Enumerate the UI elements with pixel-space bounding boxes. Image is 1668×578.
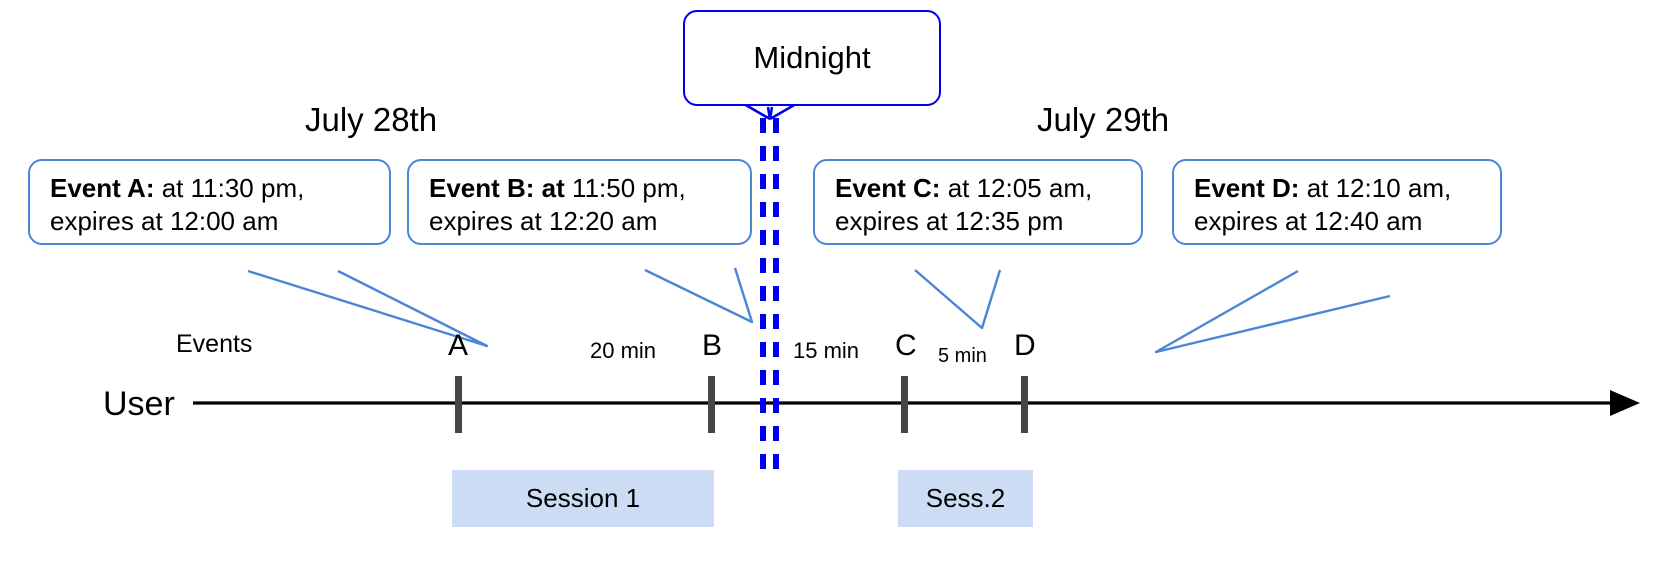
date-label-july-29: July 29th xyxy=(1037,101,1170,138)
tick-mark-c xyxy=(901,376,908,433)
event-d-line1: Event D: at 12:10 am, xyxy=(1194,172,1486,205)
midnight-label: Midnight xyxy=(753,40,871,76)
session-1-box: Session 1 xyxy=(452,470,714,527)
event-a-line1: Event A: at 11:30 pm, xyxy=(50,172,375,205)
event-a-leader xyxy=(247,269,489,348)
event-a-time: at 11:30 pm, xyxy=(154,173,305,203)
event-d-title: Event D: xyxy=(1194,173,1300,203)
gap-label-a-b: 20 min xyxy=(590,338,657,363)
event-letter-b: B xyxy=(702,329,723,362)
event-c-leader xyxy=(914,269,1002,330)
gap-label-b-c: 15 min xyxy=(793,338,860,363)
user-axis-label: User xyxy=(103,385,175,423)
event-b-line2: expires at 12:20 am xyxy=(429,206,658,237)
event-c-line2: expires at 12:35 pm xyxy=(835,206,1064,237)
tick-mark-d xyxy=(1021,376,1028,433)
events-row-label: Events xyxy=(176,330,253,358)
midnight-callout: Midnight xyxy=(683,10,941,106)
event-b-leader xyxy=(644,267,754,324)
event-a-title: Event A: xyxy=(50,173,155,203)
user-axis xyxy=(193,390,1640,416)
tick-mark-a xyxy=(455,376,462,433)
session-2-box: Sess.2 xyxy=(898,470,1033,527)
gap-label-c-d: 5 min xyxy=(938,345,987,367)
date-label-july-28: July 28th xyxy=(305,101,438,138)
event-c-time: at 12:05 am, xyxy=(940,173,1093,203)
session-2-label: Sess.2 xyxy=(925,483,1006,513)
event-d-leader xyxy=(1154,269,1391,354)
event-letter-c: C xyxy=(895,329,917,362)
tick-mark-b xyxy=(708,376,715,433)
event-a-line2: expires at 12:00 am xyxy=(50,206,279,237)
midnight-dashed-line xyxy=(760,118,779,478)
event-b-line1: Event B: at 11:50 pm, xyxy=(429,172,736,205)
midnight-callout-tail xyxy=(743,102,797,121)
event-d-callout: Event D: at 12:10 am, expires at 12:40 a… xyxy=(1172,159,1502,245)
event-c-title: Event C: xyxy=(835,173,941,203)
event-b-time: 11:50 pm, xyxy=(564,173,686,203)
event-d-line2: expires at 12:40 am xyxy=(1194,206,1423,237)
event-b-callout: Event B: at 11:50 pm, expires at 12:20 a… xyxy=(407,159,752,245)
event-letter-d: D xyxy=(1014,329,1036,362)
event-a-callout: Event A: at 11:30 pm, expires at 12:00 a… xyxy=(28,159,391,245)
session-1-label: Session 1 xyxy=(525,483,641,513)
event-letter-a: A xyxy=(448,329,469,362)
event-c-callout: Event C: at 12:05 am, expires at 12:35 p… xyxy=(813,159,1143,245)
event-b-title: Event B: at xyxy=(429,173,565,203)
event-c-line1: Event C: at 12:05 am, xyxy=(835,172,1127,205)
event-d-time: at 12:10 am, xyxy=(1299,173,1452,203)
